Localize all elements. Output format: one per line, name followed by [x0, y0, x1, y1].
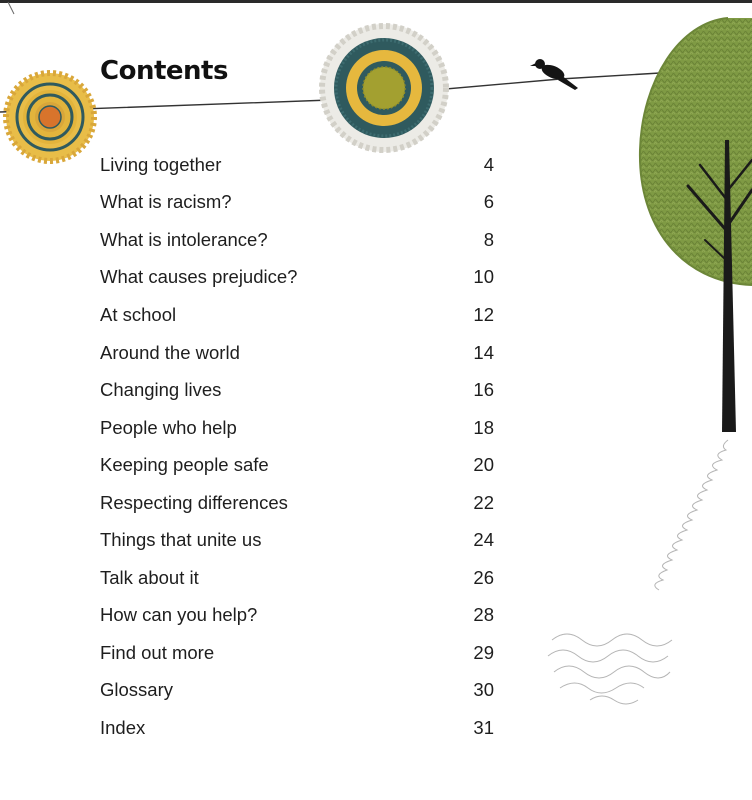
toc-entry-keeping-people-safe[interactable]: Keeping people safe 20: [100, 451, 500, 479]
toc-title: Changing lives: [100, 379, 222, 400]
toc-page-number: 26: [473, 567, 494, 588]
toc-title: What causes prejudice?: [100, 266, 298, 287]
toc-title: Around the world: [100, 342, 240, 363]
toc-page-number: 12: [473, 304, 494, 325]
toc-page-number: 30: [473, 679, 494, 700]
toc-entry-around-the-world[interactable]: Around the world 14: [100, 339, 500, 367]
toc-title: How can you help?: [100, 604, 258, 625]
toc-entry-index[interactable]: Index 31: [100, 714, 500, 742]
toc-page-number: 20: [473, 454, 494, 475]
toc-entry-living-together[interactable]: Living together 4: [100, 151, 500, 179]
toc-title: What is intolerance?: [100, 229, 268, 250]
toc-title: Respecting differences: [100, 492, 288, 513]
toc-title: Keeping people safe: [100, 454, 269, 475]
toc-page-number: 22: [473, 492, 494, 513]
toc-page-number: 8: [483, 229, 494, 250]
toc-page-number: 6: [483, 191, 494, 212]
toc-page-number: 14: [473, 342, 494, 363]
top-edge-rule: [0, 0, 752, 3]
toc-entry-glossary[interactable]: Glossary 30: [100, 676, 500, 704]
toc-page-number: 29: [473, 642, 494, 663]
toc-title: Living together: [100, 154, 222, 175]
rosette-icon: [3, 70, 97, 164]
toc-title: What is racism?: [100, 191, 232, 212]
toc-entry-how-can-you-help[interactable]: How can you help? 28: [100, 601, 500, 629]
toc-entry-at-school[interactable]: At school 12: [100, 301, 500, 329]
toc-page-number: 4: [483, 154, 494, 175]
toc-page-number: 18: [473, 417, 494, 438]
toc-entry-what-causes-prejudice[interactable]: What causes prejudice? 10: [100, 263, 500, 291]
page-title: Contents: [100, 56, 228, 86]
toc-page-number: 16: [473, 379, 494, 400]
rosette-icon: [319, 23, 449, 153]
toc-entry-talk-about-it[interactable]: Talk about it 26: [100, 564, 500, 592]
toc-page-number: 10: [473, 266, 494, 287]
toc-title: Talk about it: [100, 567, 199, 588]
toc-entry-what-is-intolerance[interactable]: What is intolerance? 8: [100, 226, 500, 254]
tree-icon: [638, 17, 752, 432]
toc-title: Glossary: [100, 679, 173, 700]
toc-page-number: 31: [473, 717, 494, 738]
toc-page-number: 24: [473, 529, 494, 550]
toc-entry-people-who-help[interactable]: People who help 18: [100, 414, 500, 442]
toc-title: People who help: [100, 417, 237, 438]
toc-entry-find-out-more[interactable]: Find out more 29: [100, 639, 500, 667]
toc-entry-respecting-differences[interactable]: Respecting differences 22: [100, 489, 500, 517]
toc-entry-things-that-unite-us[interactable]: Things that unite us 24: [100, 526, 500, 554]
bird-icon: [530, 59, 578, 90]
string-tick: [7, 1, 15, 15]
toc-entry-what-is-racism[interactable]: What is racism? 6: [100, 188, 500, 216]
toc-title: At school: [100, 304, 177, 325]
toc-title: Find out more: [100, 642, 215, 663]
tree-shadow-scribble: [547, 439, 729, 705]
toc-page-number: 28: [473, 604, 494, 625]
toc-title: Index: [100, 717, 146, 738]
toc-title: Things that unite us: [100, 529, 262, 550]
toc-entry-changing-lives[interactable]: Changing lives 16: [100, 376, 500, 404]
